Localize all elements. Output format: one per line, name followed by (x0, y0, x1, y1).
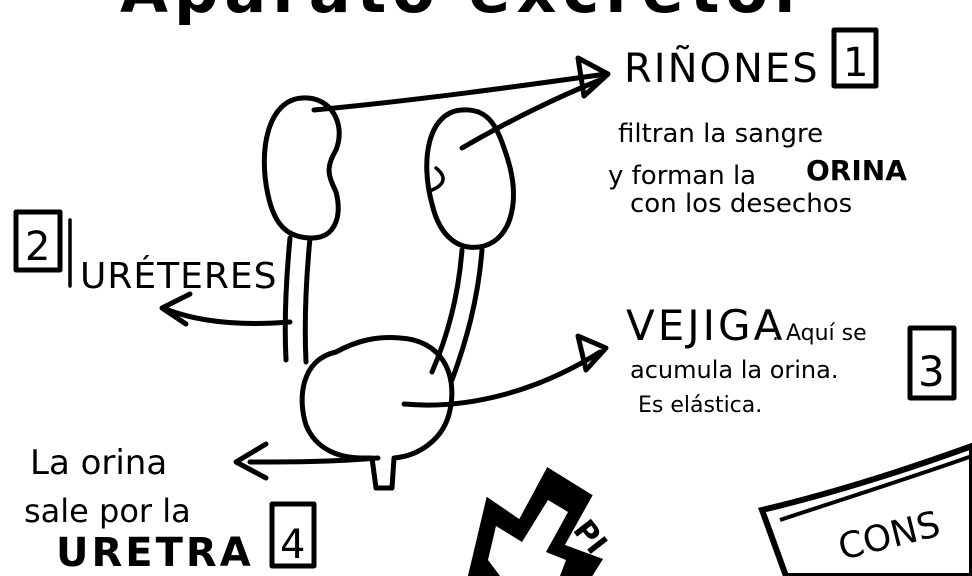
kidneys-desc-orina: ORINA (806, 154, 907, 187)
number-3: 3 (918, 347, 945, 396)
big-cursor-arrow-icon (467, 467, 603, 576)
number-2: 2 (25, 224, 50, 270)
number-4: 4 (280, 522, 305, 568)
number-box-3 (907, 325, 957, 401)
kidneys-desc-line1: filtran la sangre (618, 119, 823, 149)
arrow-bladder (401, 349, 603, 408)
bladder-desc-line3: Es elástica. (638, 393, 762, 418)
kidneys-desc-line3: con los desechos (630, 189, 852, 219)
page-title: Aparato excretor (120, 0, 811, 27)
urethra-desc-line2: sale por la (24, 492, 191, 530)
right-kidney (424, 107, 516, 250)
arrow-kidneys-1 (311, 71, 609, 113)
kidneys-desc-line2: y forman la (608, 161, 756, 191)
arrow-ureters (165, 307, 293, 326)
bladder-desc-line1: . Aquí se (772, 321, 867, 346)
urethra-desc-line1: La orina (30, 443, 167, 483)
left-ureter (282, 235, 313, 365)
bladder-label: VEJIGA (626, 301, 785, 350)
right-ureter (429, 247, 485, 383)
arrow-urethra (247, 455, 381, 465)
number-box-4 (269, 501, 317, 569)
bladder (299, 335, 455, 491)
number-box-1 (831, 27, 879, 89)
number-1: 1 (843, 40, 868, 86)
bladder-desc-line2: acumula la orina. (630, 356, 838, 384)
left-kidney (261, 95, 342, 241)
urethra-label: URETRA (56, 530, 254, 576)
ureters-label: URÉTERES (80, 255, 277, 297)
cons-card: CONS (758, 442, 972, 576)
arrow-kidneys-2 (459, 77, 603, 151)
kidneys-label: RIÑONES (624, 44, 820, 92)
number-box-2 (13, 209, 63, 273)
